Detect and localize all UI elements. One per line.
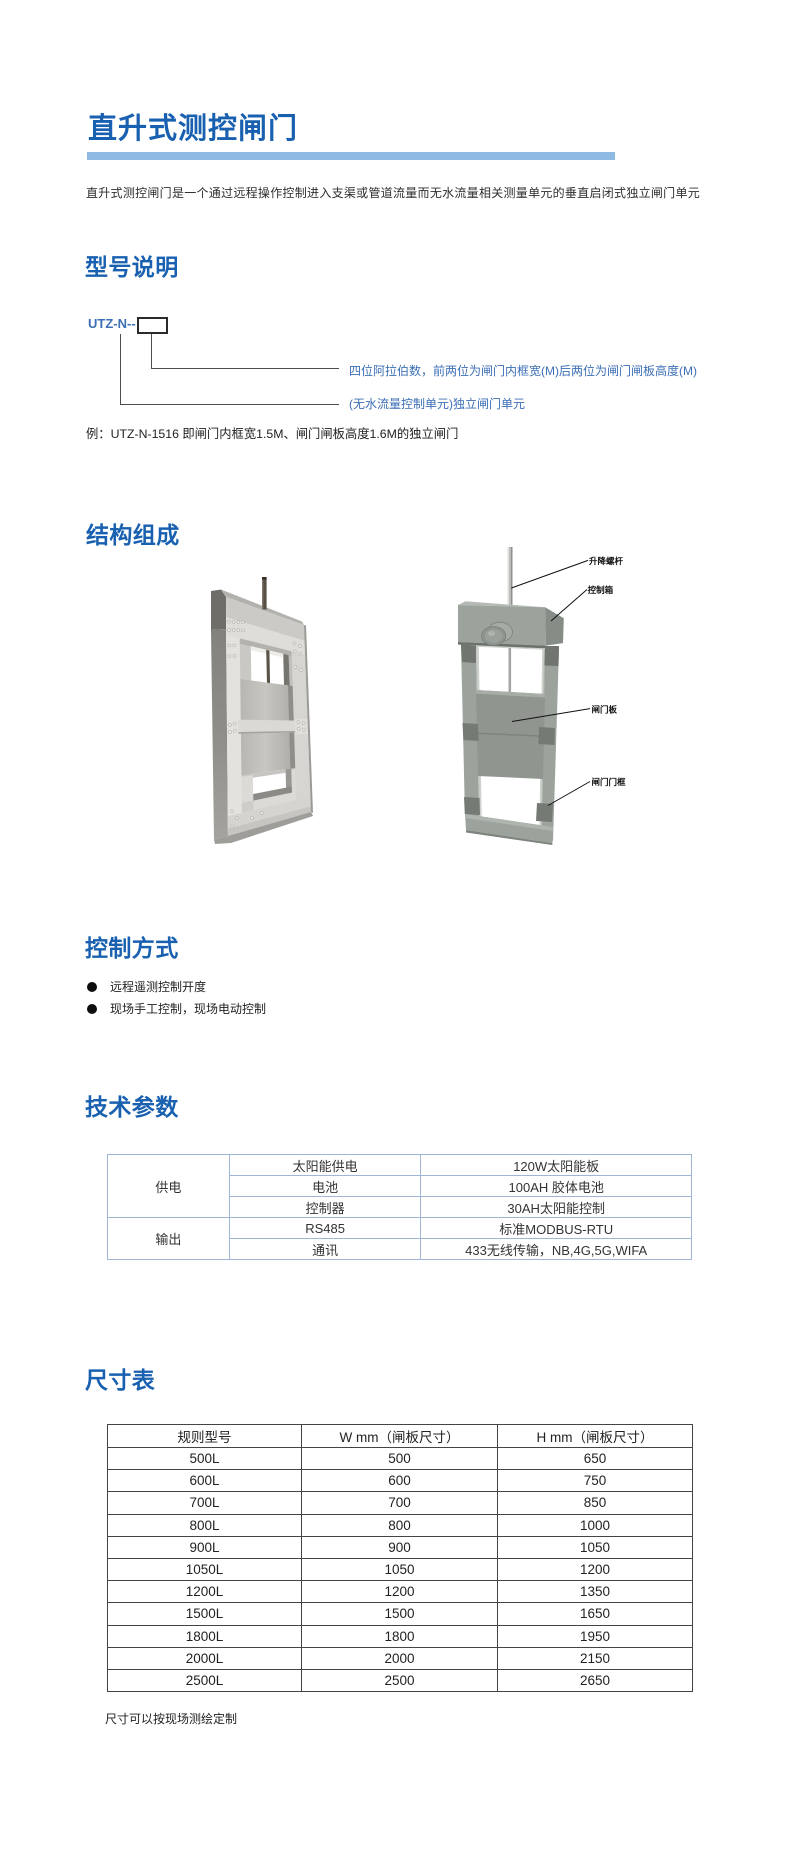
svg-text:控制箱: 控制箱	[588, 585, 614, 595]
svg-text:闸门板: 闸门板	[592, 704, 618, 714]
svg-text:闸门门框: 闸门门框	[592, 777, 627, 787]
svg-text:升降螺杆: 升降螺杆	[589, 556, 624, 566]
